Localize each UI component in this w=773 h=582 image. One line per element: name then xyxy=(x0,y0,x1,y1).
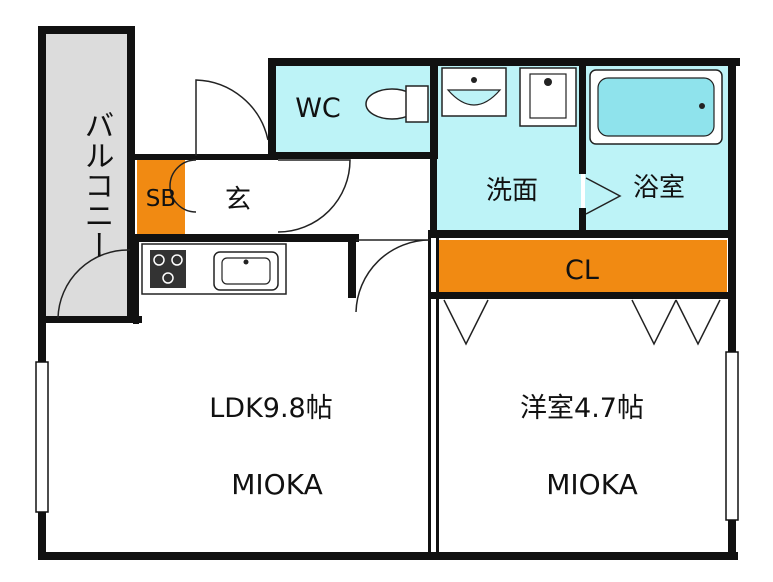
balcony-area xyxy=(42,30,127,320)
ldk-label: LDK9.8帖 xyxy=(209,393,332,424)
shoe-box-area xyxy=(137,158,185,234)
entrance-label: 玄 xyxy=(225,185,251,215)
washing-machine-icon xyxy=(519,67,577,127)
watermark-ldk: MIOKA xyxy=(231,468,322,501)
windows xyxy=(35,351,739,521)
balcony-label: バルコニー xyxy=(79,110,114,260)
closet-area xyxy=(437,240,727,294)
wash-basin-icon xyxy=(441,67,507,117)
shoe-box-label: SB xyxy=(146,186,176,212)
bathroom-label: 浴室 xyxy=(633,173,685,203)
door-swings xyxy=(57,79,622,319)
toilet-icon xyxy=(365,85,429,123)
washroom-label: 洗面 xyxy=(486,176,538,206)
western-room-label: 洋室4.7帖 xyxy=(520,393,644,424)
bathtub-icon xyxy=(589,69,723,145)
closet-folding-doors xyxy=(443,299,721,346)
kitchen-counter xyxy=(141,243,287,295)
closet-label: CL xyxy=(565,255,599,286)
watermark-western-room: MIOKA xyxy=(546,468,637,501)
stove-icon xyxy=(150,250,186,288)
wc-label: WC xyxy=(295,93,341,124)
sink-icon xyxy=(213,251,279,291)
